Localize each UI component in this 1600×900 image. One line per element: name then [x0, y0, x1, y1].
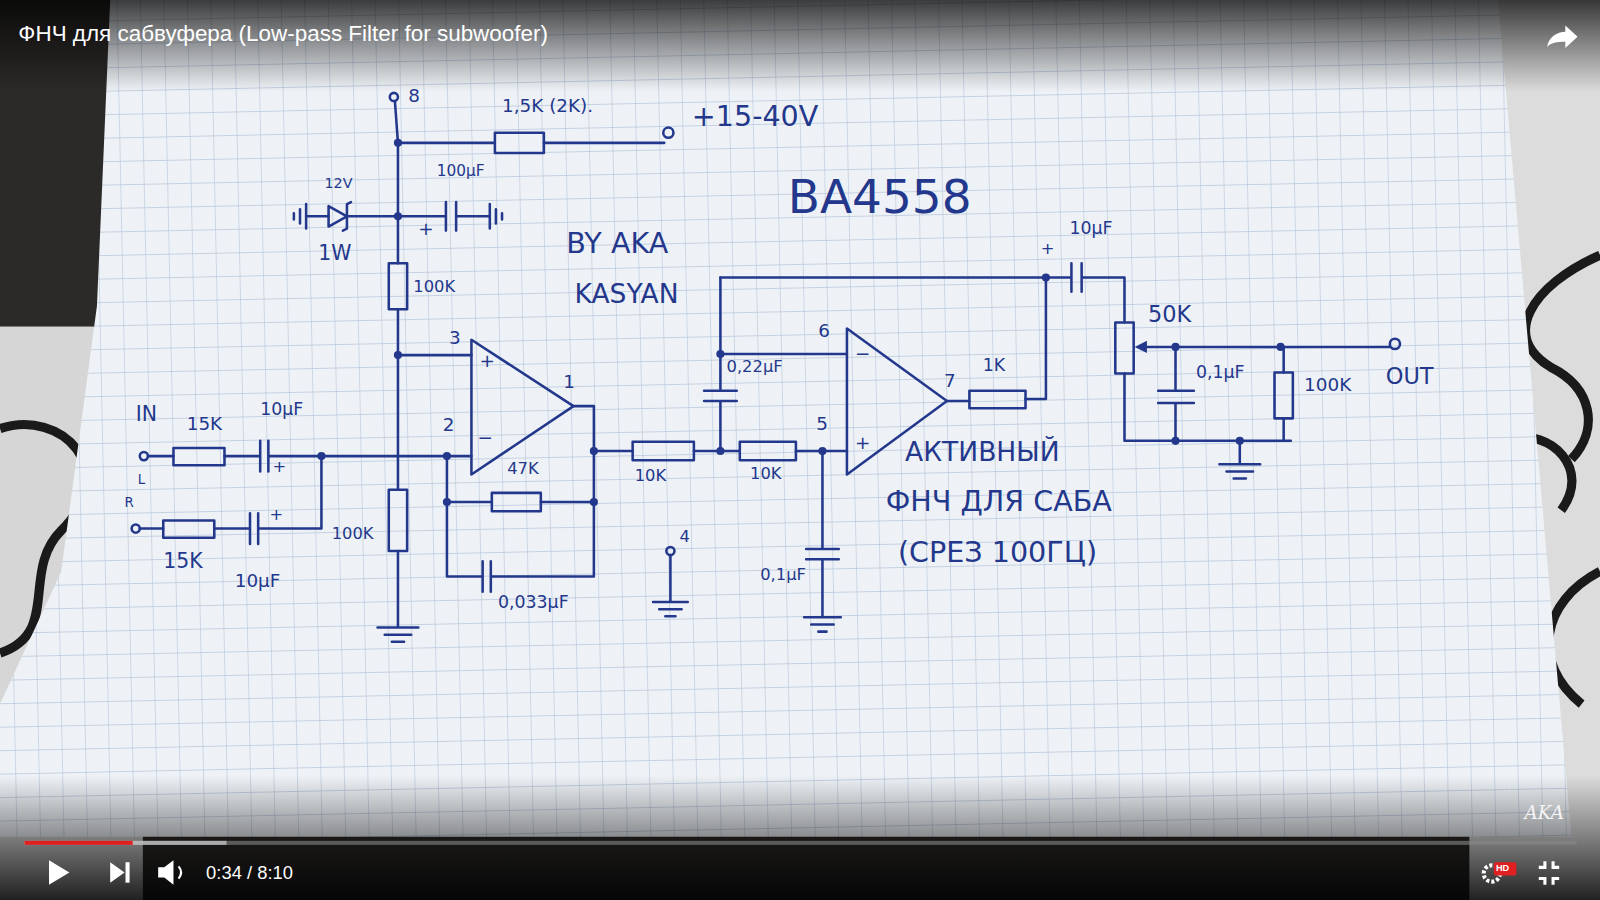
capacitor-value: 100μF [437, 163, 485, 178]
volume-icon [158, 860, 173, 884]
polarity-mark: + [418, 219, 433, 237]
resistor-symbol [1274, 372, 1292, 418]
signal-name: IN [136, 404, 157, 424]
progress-buffer [24, 841, 226, 845]
input-sign: − [478, 429, 493, 447]
input-sign: − [855, 345, 870, 363]
resistor-value: 100K [332, 526, 374, 542]
pin-number: 8 [408, 87, 420, 105]
zener-symbol [329, 206, 347, 226]
resistor-value: 15K [187, 414, 222, 432]
resistor-symbol [492, 493, 541, 511]
title-shade [0, 0, 1600, 92]
capacitor-value: 10μF [1069, 219, 1112, 236]
potentiometer-symbol [1115, 322, 1133, 373]
next-icon [126, 862, 130, 882]
filter-note: ФНЧ ДЛЯ САБА [886, 488, 1112, 517]
pin-number: 7 [944, 371, 956, 389]
hd-badge [1494, 862, 1516, 875]
input-sign: + [480, 352, 495, 370]
progress-played [24, 841, 132, 845]
resistor-value: 1,5K (2K). [502, 97, 593, 115]
junction-dots [317, 139, 1284, 506]
resistor-value: 10K [750, 465, 781, 481]
progress-track [24, 841, 1576, 845]
video-title: ФНЧ для сабвуфера (Low-pass Filter for s… [18, 22, 548, 44]
resistor-symbol [969, 391, 1025, 408]
chip-name: BA4558 [788, 173, 972, 220]
pin-number: 1 [563, 372, 575, 390]
resistor-value: 100K [1304, 376, 1351, 394]
watermark: AKA [1524, 804, 1564, 822]
pin-number: 2 [443, 415, 455, 433]
signal-name: OUT [1386, 365, 1434, 387]
capacitor-value: 10μF [260, 401, 303, 418]
volume-icon [179, 866, 182, 878]
wiper-arrow [1135, 341, 1147, 353]
resistor-symbol [740, 442, 796, 460]
player-shade [0, 776, 1600, 900]
author-note: KASYAN [574, 281, 678, 308]
player-time: 0:34 / 8:10 [206, 863, 293, 881]
filter-note: АКТИВНЫЙ [905, 439, 1059, 466]
capacitor-value: 0,033μF [498, 594, 569, 611]
capacitor-value: 0,22μF [727, 359, 783, 375]
share-icon [1547, 26, 1578, 48]
next-icon [110, 862, 124, 882]
capacitor-value: 0,1μF [1196, 363, 1245, 380]
opamp-symbol [471, 340, 573, 475]
capacitor-value: 10μF [235, 571, 281, 589]
channel-name: L [138, 472, 145, 485]
capacitor-value: 0,1μF [760, 566, 806, 582]
resistor-symbol [389, 490, 407, 551]
resistor-symbol [389, 263, 407, 309]
resistor-value: 10K [635, 467, 666, 483]
hd-text: HD [1496, 864, 1509, 873]
circuit-wires [132, 93, 1400, 642]
polarity-mark: + [1041, 241, 1055, 257]
supply-voltage: +15-40V [692, 102, 819, 131]
polarity-mark: + [272, 459, 286, 475]
resistor-value: 1K [983, 357, 1005, 374]
pin-number: 6 [818, 321, 830, 339]
play-icon [49, 860, 69, 884]
filter-note: (СРЕЗ 100ГЦ) [898, 539, 1097, 568]
resistor-value: 100K [413, 279, 455, 295]
resistor-symbol [633, 442, 694, 460]
pin-number: 5 [816, 414, 828, 432]
zener-power: 1W [318, 243, 351, 263]
author-note: BY AKA [566, 230, 668, 259]
potentiometer-value: 50K [1148, 304, 1191, 326]
pin-number: 4 [680, 529, 690, 545]
zener-voltage: 12V [324, 176, 352, 190]
fullscreen-icon [1539, 861, 1559, 884]
resistor-symbol [173, 448, 224, 465]
resistor-value: 15K [163, 551, 202, 571]
pin-number: 3 [449, 329, 461, 347]
resistor-value: 47K [507, 461, 538, 477]
resistor-symbol [163, 520, 214, 537]
input-sign: + [855, 434, 870, 452]
polarity-mark: + [269, 507, 283, 523]
resistor-symbol [495, 133, 544, 153]
graph-paper [0, 0, 1571, 837]
channel-name: R [124, 496, 133, 509]
